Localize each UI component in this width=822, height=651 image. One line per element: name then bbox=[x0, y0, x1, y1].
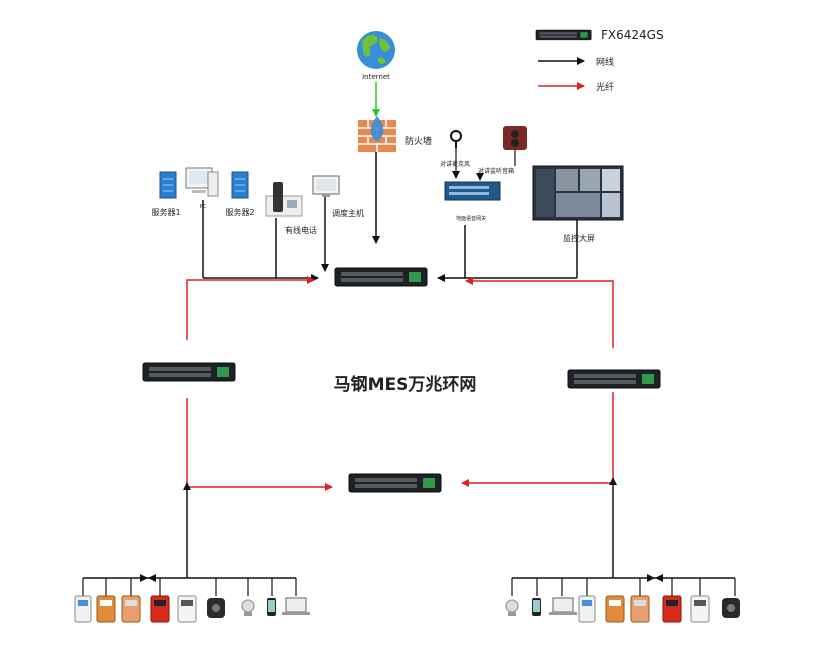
right-camera-icon-1 bbox=[505, 599, 519, 616]
left-ring-switch bbox=[142, 362, 236, 382]
left-bus-arrows bbox=[140, 574, 156, 582]
monitor-wall-icon bbox=[532, 165, 624, 221]
firewall-icon bbox=[358, 116, 396, 152]
left-detector-icon-2 bbox=[96, 595, 116, 623]
legend-optical-fiber-label: 光纤 bbox=[596, 81, 614, 93]
right-detector-icon-1 bbox=[578, 595, 596, 623]
left-endpoint-drops bbox=[82, 578, 297, 596]
right-phone-icon bbox=[532, 598, 541, 616]
fiber-top-right bbox=[465, 277, 614, 348]
right-detector-icon-2 bbox=[605, 595, 625, 623]
internet-globe-icon bbox=[357, 31, 395, 69]
broadcast-gateway-label: 地面语音网关 bbox=[456, 215, 486, 222]
intercom-speaker-icon bbox=[503, 126, 527, 150]
server1-label: 服务器1 bbox=[151, 207, 180, 217]
intercom-speaker-label: 对讲监听音箱 bbox=[478, 167, 514, 175]
left-laptop-icon bbox=[282, 597, 310, 615]
right-bus-arrows bbox=[647, 574, 663, 582]
legend: FX6424GS 网线 光纤 bbox=[535, 28, 664, 93]
server1-icon bbox=[159, 171, 177, 199]
legend-switch-icon bbox=[535, 29, 592, 41]
monitor-wall-label: 监控大屏 bbox=[563, 233, 595, 243]
internet-label: Internet bbox=[362, 73, 390, 81]
left-phone-icon bbox=[267, 598, 276, 616]
fiber-top-left bbox=[186, 276, 315, 340]
dispatch-host-icon bbox=[312, 175, 340, 197]
intercom-mic-label: 对讲麦克风 bbox=[440, 160, 470, 168]
ring-network-title: 马钢MES万兆环网 bbox=[334, 374, 477, 395]
dispatch-host-label: 调度主机 bbox=[332, 208, 364, 218]
intercom-mic-icon bbox=[450, 130, 462, 148]
bottom-ring-switch bbox=[348, 473, 442, 493]
right-endpoint-devices bbox=[505, 595, 740, 623]
server2-label: 服务器2 bbox=[225, 207, 254, 217]
right-camera-icon-2 bbox=[722, 598, 740, 618]
pc-icon bbox=[185, 167, 219, 197]
pc-label: PC bbox=[200, 204, 207, 210]
left-detector-icon-4 bbox=[150, 595, 170, 623]
left-detector-icon-3 bbox=[121, 595, 141, 623]
server2-icon bbox=[231, 171, 249, 199]
connection-lines bbox=[82, 82, 736, 596]
right-ring-switch bbox=[567, 369, 661, 389]
wired-phone-icon bbox=[265, 182, 303, 217]
broadcast-gateway-icon bbox=[444, 181, 501, 201]
wired-phone-label: 有线电话 bbox=[285, 225, 317, 235]
left-camera-icon-1 bbox=[207, 598, 225, 618]
right-detector-icon-4 bbox=[662, 595, 682, 623]
left-detector-icon-5 bbox=[177, 595, 197, 623]
left-camera-icon-2 bbox=[241, 599, 255, 616]
core-switch bbox=[334, 267, 428, 287]
firewall-label: 防火墙 bbox=[405, 135, 432, 147]
right-endpoint-drops bbox=[511, 578, 736, 596]
right-laptop-icon bbox=[549, 597, 577, 615]
legend-network-cable-label: 网线 bbox=[596, 56, 614, 68]
right-detector-icon-3 bbox=[630, 595, 650, 623]
left-detector-icon-1 bbox=[74, 595, 92, 623]
right-detector-icon-5 bbox=[690, 595, 710, 623]
legend-switch-model: FX6424GS bbox=[601, 28, 664, 42]
left-endpoint-devices bbox=[74, 595, 310, 623]
